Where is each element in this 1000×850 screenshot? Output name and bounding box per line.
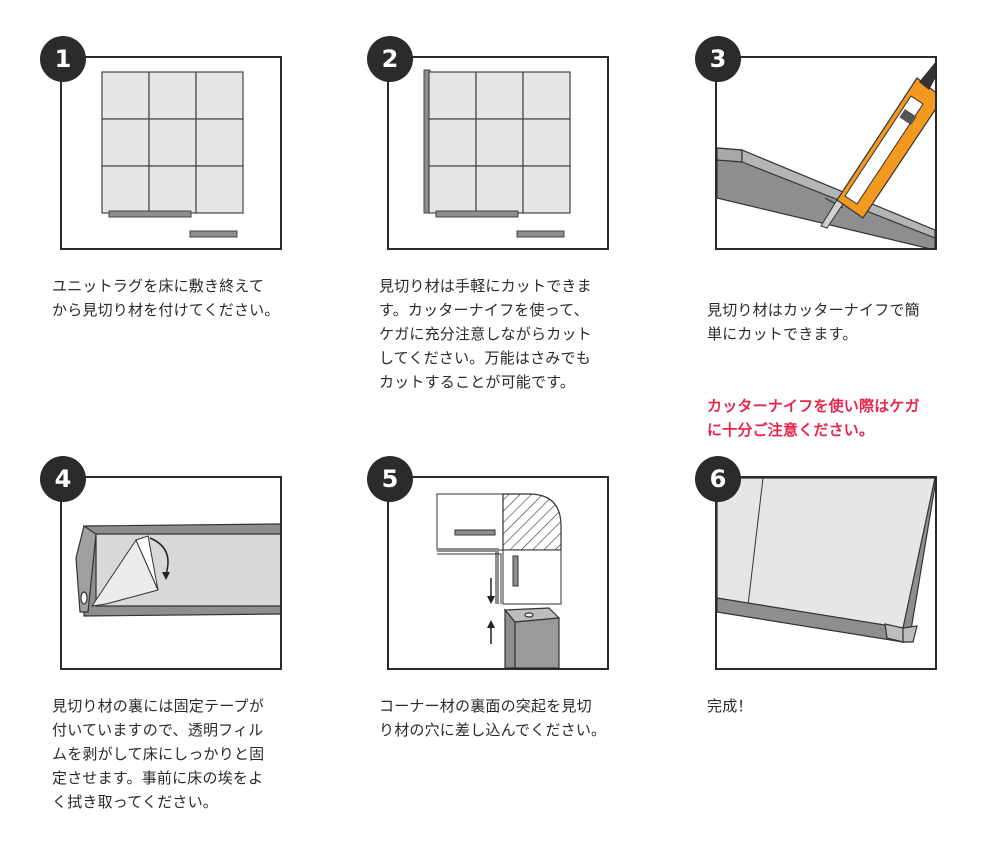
cutting-illustration [717, 62, 935, 248]
arrow-up-icon [487, 620, 495, 644]
trim-attach-illustration [423, 69, 571, 238]
step-number-badge: 5 [367, 456, 413, 502]
finished-rug [717, 478, 935, 643]
step-description: ユニットラグを床に敷き終えて から見切り材を付けてください。 [52, 277, 280, 319]
rug-tiles-illustration [101, 71, 244, 238]
step-description: 見切り材は手軽にカットできま す。カッターナイフを使って、 ケガに充分注意しなが… [379, 277, 592, 391]
cutter-knife-icon [820, 62, 935, 229]
floor-tile [502, 549, 562, 605]
floor-tile [436, 493, 504, 551]
illustration-frame [715, 56, 937, 250]
illustration-frame [387, 476, 609, 670]
trim-piece-loose [189, 230, 238, 238]
trim-piece-loose [516, 230, 565, 238]
step-description: 見切り材の裏には固定テープが 付いていますので、透明フィル ムを剥がして床にしっ… [52, 697, 265, 811]
illustration-frame [387, 56, 609, 250]
step-description: 完成！ [707, 697, 753, 715]
step-description: 見切り材はカッターナイフで簡 単にカットできます。 カッターナイフを使い際はケガ… [707, 274, 920, 442]
completed-rug-illustration [717, 478, 935, 643]
step-number-badge: 1 [40, 36, 86, 82]
trim-piece [435, 210, 519, 218]
illustration-frame [60, 56, 282, 250]
arrow-down-icon [487, 578, 495, 604]
curved-arrow-icon [149, 537, 169, 575]
step-text: 見切り材はカッターナイフで簡 単にカットできます。 [707, 301, 920, 343]
warning-text: カッターナイフを使い際はケガ に十分ご注意ください。 [707, 397, 920, 439]
step-number-badge: 6 [695, 456, 741, 502]
illustration-frame [715, 476, 937, 670]
step-description: コーナー材の裏面の突起を見切 り材の穴に差し込んでください。 [379, 697, 607, 739]
step-number-badge: 2 [367, 36, 413, 82]
trim-piece [108, 210, 192, 218]
rug-tile-grid [428, 71, 571, 214]
illustration-frame [60, 476, 282, 670]
corner-joint-illustration [436, 493, 562, 668]
peeling-film-icon [90, 535, 159, 607]
corner-trim [437, 548, 499, 604]
corner-piece-hatched [502, 493, 562, 551]
step-number-badge: 3 [695, 36, 741, 82]
corner-piece-block [503, 607, 561, 668]
step-number-badge: 4 [40, 456, 86, 502]
adhesive-tape-illustration [75, 523, 280, 617]
rug-tile-grid [101, 71, 244, 214]
